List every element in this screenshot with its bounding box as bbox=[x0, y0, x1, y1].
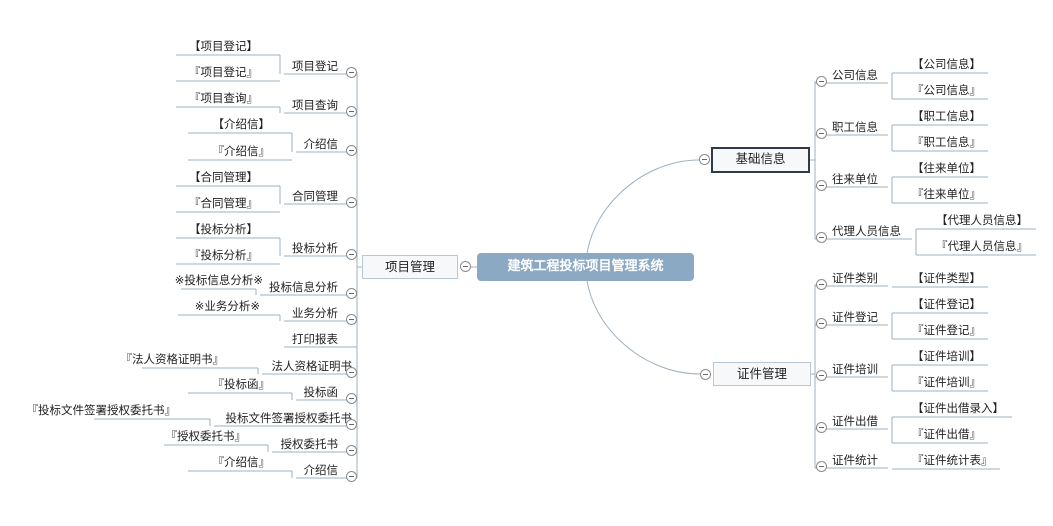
right-bottom-leaf-label[interactable]: 【证件培训】 bbox=[912, 349, 981, 363]
left-leaf-label[interactable]: ※业务分析※ bbox=[194, 299, 260, 313]
collapse-toggle-icon[interactable] bbox=[346, 471, 357, 482]
right-top-child-label[interactable]: 代理人员信息 bbox=[832, 224, 901, 238]
left-leaf-label[interactable]: 『合同管理』 bbox=[189, 196, 258, 210]
collapse-toggle-icon[interactable] bbox=[699, 154, 710, 165]
right-top-leaf-label[interactable]: 【职工信息】 bbox=[912, 109, 981, 123]
left-leaf-label[interactable]: 【合同管理】 bbox=[189, 170, 258, 184]
left-leaf-label[interactable]: 【项目登记】 bbox=[189, 39, 258, 53]
collapse-toggle-icon[interactable] bbox=[346, 419, 357, 430]
root-topic[interactable]: 建筑工程投标项目管理系统 bbox=[477, 253, 694, 281]
collapse-toggle-icon[interactable] bbox=[346, 367, 357, 378]
left-child-label[interactable]: 业务分析 bbox=[292, 306, 338, 320]
right-top-leaf-label[interactable]: 『代理人员信息』 bbox=[936, 239, 1028, 253]
right-bottom-child-label[interactable]: 证件统计 bbox=[832, 453, 878, 467]
collapse-toggle-icon[interactable] bbox=[460, 261, 471, 272]
left-child-label[interactable]: 投标信息分析 bbox=[269, 280, 338, 294]
collapse-toggle-icon[interactable] bbox=[816, 370, 827, 381]
root-to-certificate-curve bbox=[585, 266, 701, 375]
right-top-child-label[interactable]: 公司信息 bbox=[832, 68, 878, 82]
right-top-leaf-label[interactable]: 【公司信息】 bbox=[912, 57, 981, 71]
topic-basic-info[interactable]: 基础信息 bbox=[711, 147, 810, 173]
left-leaf-label[interactable]: 『投标分析』 bbox=[189, 248, 258, 262]
right-top-child-label[interactable]: 职工信息 bbox=[832, 120, 878, 134]
right-bottom-child-label[interactable]: 证件类别 bbox=[832, 271, 878, 285]
left-leaf-label[interactable]: 『法人资格证明书』 bbox=[120, 352, 225, 366]
left-child-label[interactable]: 法人资格证明书 bbox=[271, 359, 353, 373]
right-bottom-leaf-label[interactable]: 【证件出借录入】 bbox=[912, 401, 1004, 415]
collapse-toggle-icon[interactable] bbox=[816, 180, 827, 191]
collapse-toggle-icon[interactable] bbox=[816, 461, 827, 472]
collapse-toggle-icon[interactable] bbox=[816, 128, 827, 139]
collapse-toggle-icon[interactable] bbox=[346, 393, 357, 404]
left-child-label[interactable]: 授权委托书 bbox=[280, 437, 339, 451]
left-leaf-label[interactable]: 『投标函』 bbox=[212, 377, 271, 391]
collapse-toggle-icon[interactable] bbox=[346, 106, 357, 117]
left-child-label[interactable]: 投标函 bbox=[303, 385, 339, 399]
collapse-toggle-icon[interactable] bbox=[346, 288, 357, 299]
left-child-label[interactable]: 打印报表 bbox=[292, 332, 338, 346]
right-top-leaf-label[interactable]: 【往来单位】 bbox=[912, 161, 981, 175]
left-child-label[interactable]: 项目查询 bbox=[292, 98, 338, 112]
topic-project-management[interactable]: 项目管理 bbox=[362, 255, 458, 279]
collapse-toggle-icon[interactable] bbox=[816, 279, 827, 290]
collapse-toggle-icon[interactable] bbox=[346, 249, 357, 260]
right-bottom-leaf-label[interactable]: 『证件出借』 bbox=[912, 427, 981, 441]
left-leaf-label[interactable]: 【介绍信】 bbox=[212, 117, 271, 131]
root-to-basic-info-curve bbox=[585, 159, 700, 268]
right-bottom-child-label[interactable]: 证件出借 bbox=[832, 414, 878, 428]
left-child-label[interactable]: 投标分析 bbox=[292, 241, 338, 255]
collapse-toggle-icon[interactable] bbox=[346, 197, 357, 208]
left-leaf-label[interactable]: 【投标分析】 bbox=[189, 222, 258, 236]
left-leaf-label[interactable]: 『项目登记』 bbox=[189, 65, 258, 79]
right-top-child-label[interactable]: 往来单位 bbox=[832, 172, 878, 186]
right-top-leaf-label[interactable]: 【代理人员信息】 bbox=[936, 213, 1028, 227]
topic-certificate-management[interactable]: 证件管理 bbox=[713, 362, 811, 386]
right-top-leaf-label[interactable]: 『职工信息』 bbox=[912, 135, 981, 149]
left-child-label[interactable]: 介绍信 bbox=[303, 137, 339, 151]
collapse-toggle-icon[interactable] bbox=[816, 422, 827, 433]
left-child-label[interactable]: 项目登记 bbox=[292, 59, 338, 73]
left-leaf-label[interactable]: 『项目查询』 bbox=[189, 91, 258, 105]
right-bottom-leaf-label[interactable]: 『证件统计表』 bbox=[912, 453, 993, 467]
collapse-toggle-icon[interactable] bbox=[816, 76, 827, 87]
right-bottom-leaf-label[interactable]: 【证件类型】 bbox=[912, 271, 981, 285]
right-bottom-leaf-label[interactable]: 『证件培训』 bbox=[912, 375, 981, 389]
collapse-toggle-icon[interactable] bbox=[816, 232, 827, 243]
right-top-leaf-label[interactable]: 『往来单位』 bbox=[912, 187, 981, 201]
left-leaf-label[interactable]: 『介绍信』 bbox=[212, 455, 271, 469]
right-bottom-leaf-label[interactable]: 『证件登记』 bbox=[912, 323, 981, 337]
collapse-toggle-icon[interactable] bbox=[700, 369, 711, 380]
left-child-label[interactable]: 合同管理 bbox=[292, 189, 338, 203]
left-leaf-label[interactable]: 『介绍信』 bbox=[212, 144, 271, 158]
left-leaf-label[interactable]: 『投标文件签署授权委托书』 bbox=[26, 403, 177, 417]
collapse-toggle-icon[interactable] bbox=[346, 445, 357, 456]
collapse-toggle-icon[interactable] bbox=[346, 145, 357, 156]
right-bottom-child-label[interactable]: 证件培训 bbox=[832, 362, 878, 376]
right-bottom-child-label[interactable]: 证件登记 bbox=[832, 310, 878, 324]
collapse-toggle-icon[interactable] bbox=[346, 67, 357, 78]
left-leaf-label[interactable]: 『授权委托书』 bbox=[165, 429, 247, 443]
right-bottom-leaf-label[interactable]: 【证件登记】 bbox=[912, 297, 981, 311]
left-child-label[interactable]: 介绍信 bbox=[303, 463, 339, 477]
collapse-toggle-icon[interactable] bbox=[346, 314, 357, 325]
collapse-toggle-icon[interactable] bbox=[816, 318, 827, 329]
right-top-leaf-label[interactable]: 『公司信息』 bbox=[912, 83, 981, 97]
left-leaf-label[interactable]: ※投标信息分析※ bbox=[174, 273, 263, 287]
left-child-label[interactable]: 投标文件签署授权委托书 bbox=[225, 411, 353, 425]
